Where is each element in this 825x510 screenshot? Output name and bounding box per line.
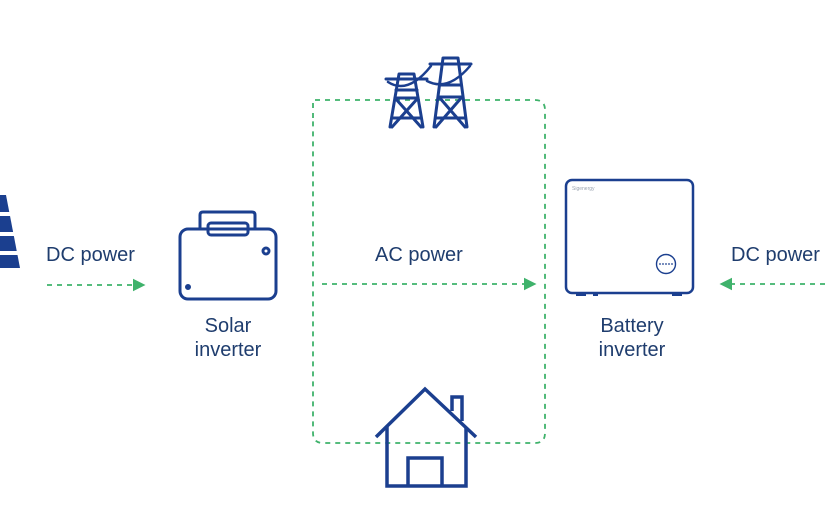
dc-power-label-right: DC power [731,244,820,266]
solar-panel-icon [0,195,20,268]
battery-brand-label: Sigenergy [572,186,595,192]
power-pylon-icon [384,56,473,129]
battery-inverter-label-line2: inverter [598,339,666,362]
solar-inverter-label: Solar inverter [168,314,288,363]
solar-inverter-icon [178,210,278,301]
battery-inverter-icon [564,178,695,296]
battery-inverter-label-line1: Battery [600,315,664,337]
solar-inverter-label-line2: inverter [194,339,262,362]
battery-inverter-label: Battery inverter [572,314,692,363]
ac-power-label: AC power [375,244,463,266]
dc-power-label-left: DC power [46,244,135,266]
house-icon [374,386,478,488]
solar-inverter-label-line1: Solar [204,315,252,337]
